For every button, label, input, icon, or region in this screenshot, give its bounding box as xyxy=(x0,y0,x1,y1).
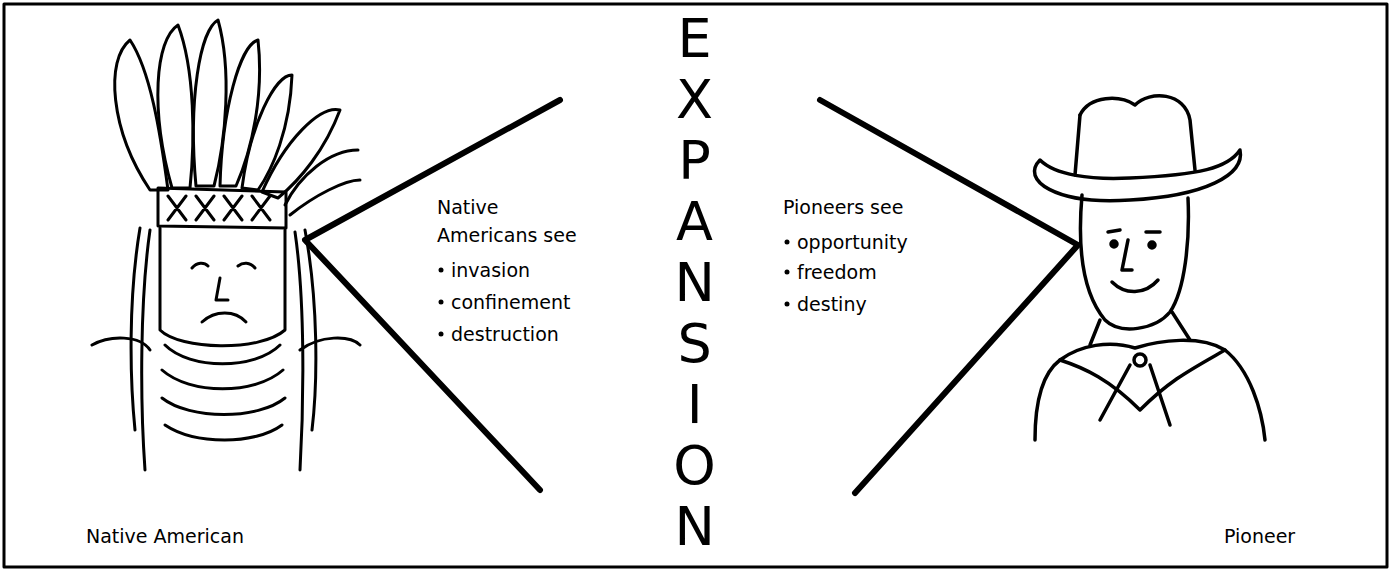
list-item: destiny xyxy=(797,290,867,318)
list-item: opportunity xyxy=(797,228,908,256)
group-heading: Native Americans see xyxy=(437,193,587,249)
bullets xyxy=(439,240,790,337)
list-item: destruction xyxy=(451,320,559,348)
title: EXPANSION xyxy=(673,8,716,557)
group-heading: Pioneers see xyxy=(783,193,903,221)
list-item: invasion xyxy=(451,256,530,284)
list-item: freedom xyxy=(797,258,877,286)
figure-caption: Native American xyxy=(86,522,244,550)
native-figure xyxy=(92,20,360,470)
pioneer-figure xyxy=(1034,96,1265,440)
list-item: confinement xyxy=(451,288,571,316)
frame xyxy=(4,4,1387,567)
figure-caption: Pioneer xyxy=(1224,522,1295,550)
